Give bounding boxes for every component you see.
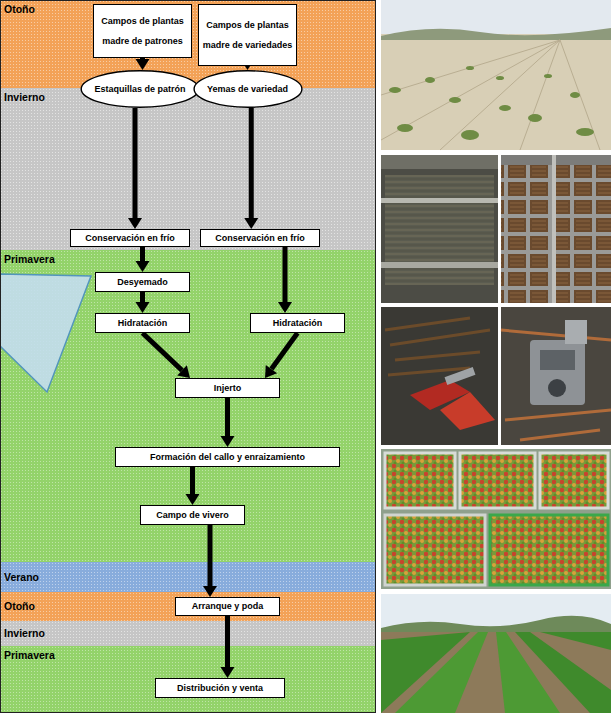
shears-photo bbox=[381, 307, 498, 445]
arrow-head bbox=[221, 436, 235, 447]
arrow-shaft bbox=[190, 467, 195, 494]
product-ellipse: Estaquillas de patrón bbox=[80, 70, 200, 108]
flow-arrow bbox=[265, 333, 298, 378]
crates-photo bbox=[381, 449, 611, 589]
arrow-head bbox=[186, 494, 200, 505]
flow-arrow bbox=[241, 59, 255, 70]
flow-arrow bbox=[244, 108, 258, 229]
season-band: Verano bbox=[0, 562, 376, 592]
ellipse-shape bbox=[81, 71, 199, 107]
arrow-shaft bbox=[249, 108, 254, 218]
process-box: Formación del callo y enraizamiento bbox=[115, 447, 340, 467]
callout-wedge bbox=[0, 274, 91, 392]
season-band: PrimaveraDistribución y venta bbox=[0, 646, 376, 713]
box-label: Desyemado bbox=[114, 277, 171, 288]
arrow-head bbox=[128, 218, 142, 229]
box-label: Hidratación bbox=[115, 318, 171, 329]
season-label: Otoño bbox=[4, 600, 35, 612]
season-band: Invierno bbox=[0, 621, 376, 646]
season-label: Invierno bbox=[4, 627, 45, 639]
process-box: Campos de plantas madre de patrones bbox=[93, 4, 192, 58]
flow-arrow bbox=[136, 247, 150, 272]
process-box: Hidratación bbox=[250, 313, 345, 333]
flow-arrow bbox=[278, 247, 292, 313]
nursery-field-photo bbox=[381, 594, 611, 713]
arrow-shaft bbox=[225, 616, 230, 667]
box-label: Campo de vivero bbox=[153, 510, 232, 521]
arrow-head bbox=[177, 365, 190, 378]
arrow-head bbox=[136, 302, 150, 313]
flow-arrow bbox=[136, 58, 150, 70]
ellipse-label: Estaquillas de patrón bbox=[91, 84, 188, 95]
box-label: Formación del callo y enraizamiento bbox=[147, 452, 308, 463]
season-band: OtoñoCampos de plantas madre de patrones… bbox=[0, 0, 376, 88]
arrow-head bbox=[241, 59, 255, 70]
coldstore-photo bbox=[501, 155, 611, 303]
arrow-shaft bbox=[245, 59, 250, 66]
box-label: Conservación en frío bbox=[212, 233, 308, 244]
flow-arrow bbox=[143, 333, 191, 378]
arrow-head bbox=[278, 302, 292, 313]
season-label: Primavera bbox=[4, 649, 55, 661]
flow-arrow bbox=[128, 108, 142, 229]
process-box: Conservación en frío bbox=[200, 229, 320, 247]
process-box: Conservación en frío bbox=[70, 229, 190, 247]
arrow-head bbox=[136, 59, 150, 70]
arrow-head bbox=[244, 218, 258, 229]
box-label: Injerto bbox=[211, 383, 245, 394]
box-label: Hidratación bbox=[270, 318, 326, 329]
season-label: Verano bbox=[4, 571, 39, 583]
process-box: Desyemado bbox=[95, 272, 190, 292]
process-box: Hidratación bbox=[95, 313, 190, 333]
season-band: InviernoConservación en frío Conservación… bbox=[0, 88, 376, 250]
arrow-head bbox=[203, 586, 217, 597]
ellipse-label: Yemas de variedad bbox=[204, 84, 291, 95]
flow-arrow bbox=[203, 525, 217, 597]
process-box: Injerto bbox=[175, 378, 280, 398]
process-box: Distribución y venta bbox=[155, 678, 285, 698]
arrow-shaft bbox=[271, 333, 297, 369]
flow-arrow bbox=[221, 616, 235, 678]
flow-arrow bbox=[186, 467, 200, 505]
tank-photo bbox=[381, 155, 498, 303]
arrow-head bbox=[221, 667, 235, 678]
arrow-head bbox=[136, 261, 150, 272]
season-band: Otoño Arranque y poda bbox=[0, 592, 376, 621]
box-label: Conservación en frío bbox=[82, 233, 178, 244]
field-photo bbox=[381, 0, 611, 150]
arrow-shaft bbox=[133, 108, 138, 218]
season-label: Otoño bbox=[4, 3, 35, 15]
season-label: Primavera bbox=[4, 253, 55, 265]
box-label: Distribución y venta bbox=[174, 683, 266, 694]
ellipse-shape bbox=[194, 71, 302, 107]
process-box: Campo de vivero bbox=[140, 505, 245, 525]
flow-arrow bbox=[221, 398, 235, 447]
grafting-machine-photo bbox=[501, 307, 611, 445]
arrow-shaft bbox=[140, 292, 145, 302]
process-box: Campos de plantas madre de variedades bbox=[198, 4, 297, 66]
product-ellipse: Yemas de variedad bbox=[193, 70, 303, 108]
arrow-shaft bbox=[140, 58, 145, 59]
flow-arrow bbox=[136, 292, 150, 313]
season-label: Invierno bbox=[4, 91, 45, 103]
arrow-shaft bbox=[140, 247, 145, 261]
arrow-shaft bbox=[225, 398, 230, 436]
box-label: Campos de plantas madre de patrones bbox=[94, 11, 191, 51]
arrow-shaft bbox=[208, 525, 213, 586]
arrow-shaft bbox=[283, 247, 288, 302]
box-label: Arranque y poda bbox=[189, 601, 267, 612]
box-label: Campos de plantas madre de variedades bbox=[199, 15, 296, 55]
arrow-head bbox=[265, 365, 277, 378]
process-box: Arranque y poda bbox=[175, 597, 280, 616]
arrow-shaft bbox=[143, 333, 183, 370]
flow-chart: OtoñoCampos de plantas madre de patrones… bbox=[0, 0, 376, 713]
